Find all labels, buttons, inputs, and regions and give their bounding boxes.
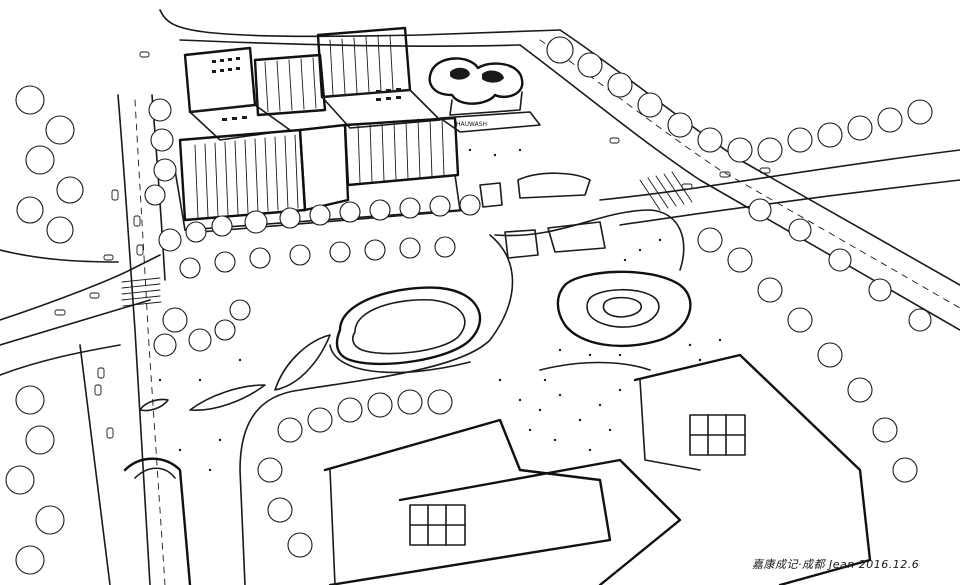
cloud-pavilion: HAUWASH [428,57,541,133]
office-tower-complex [174,26,471,233]
central-plaza [139,172,692,585]
ground-stipple [158,148,722,472]
building-sign: HAUWASH [456,121,487,128]
artist-signature: 嘉康成记·成都 Jean 2016.12.6 [752,558,920,571]
tree-rows [5,36,933,575]
lower-buildings [123,353,872,585]
road-network [0,9,960,585]
